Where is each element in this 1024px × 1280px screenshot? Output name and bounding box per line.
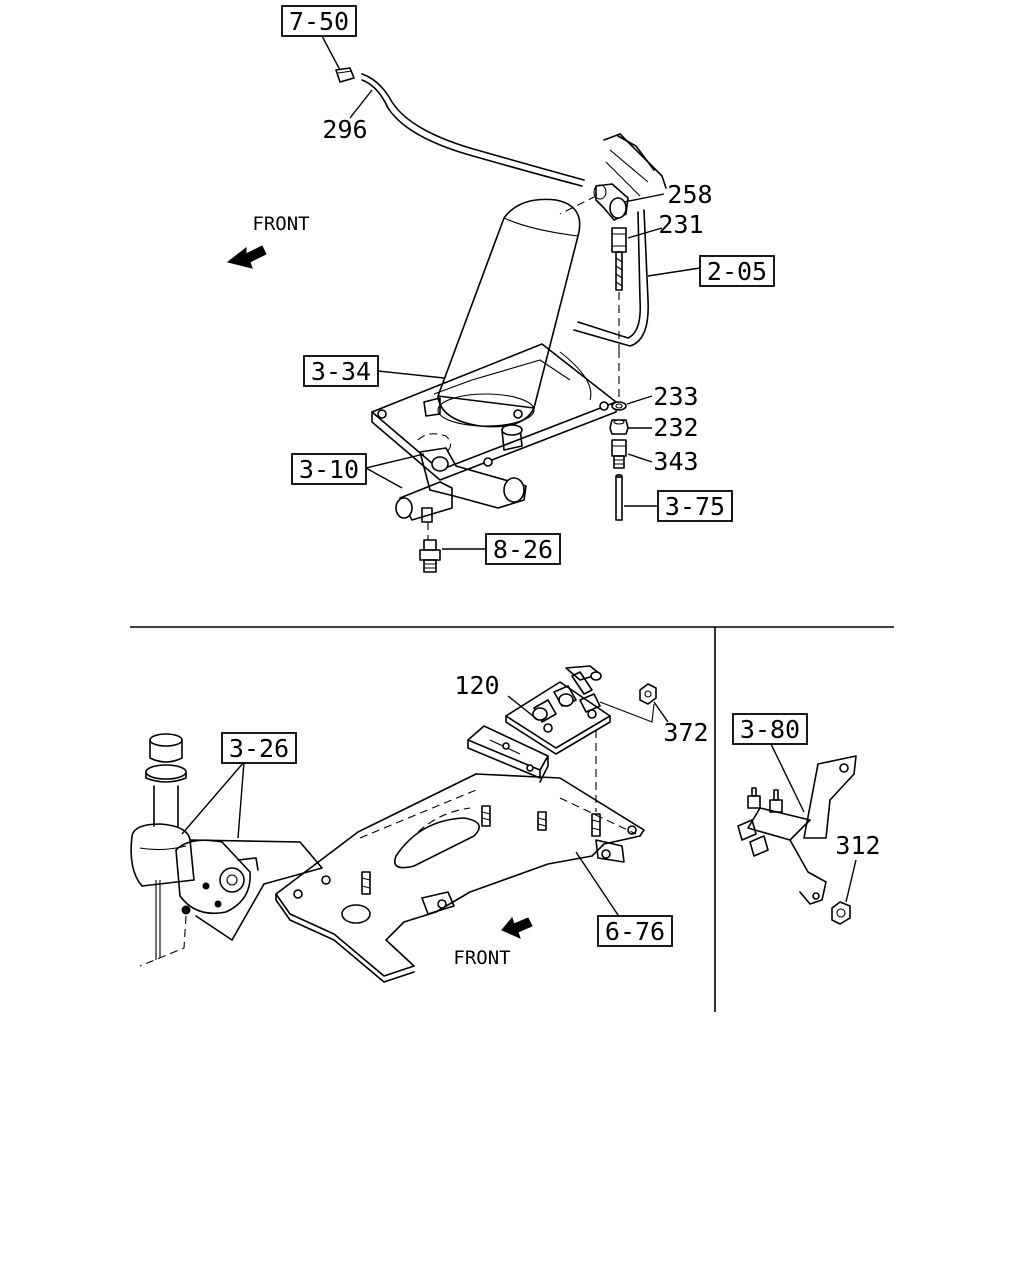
- shift-lever-housing-3-34: [371, 198, 617, 481]
- front-arrow-icon-bottom: [501, 916, 533, 939]
- svg-text:3-75: 3-75: [665, 492, 725, 521]
- tube-2-05: [573, 209, 649, 347]
- svg-text:8-26: 8-26: [493, 535, 553, 564]
- callout-3-34[interactable]: 3-34: [303, 355, 379, 387]
- tube-3-75: [615, 473, 623, 521]
- pressure-switch-8-26: [419, 539, 441, 573]
- callout-3-26[interactable]: 3-26: [221, 732, 297, 764]
- label-258: 258: [667, 180, 712, 209]
- callout-6-76[interactable]: 6-76: [597, 915, 673, 947]
- label-312: 312: [835, 831, 880, 860]
- bracket-3-80: [737, 755, 857, 905]
- svg-text:2-05: 2-05: [707, 257, 767, 286]
- breather-hose: [361, 73, 585, 187]
- mounting-plate-6-76: [275, 730, 645, 983]
- front-label-top: FRONT: [252, 213, 309, 235]
- label-232: 232: [653, 413, 698, 442]
- front-label-bottom: FRONT: [453, 947, 510, 969]
- label-233: 233: [653, 382, 698, 411]
- svg-text:3-80: 3-80: [740, 715, 800, 744]
- callout-8-26[interactable]: 8-26: [485, 533, 561, 565]
- steering-column-fragment: [603, 133, 667, 197]
- front-arrow-icon-top: [226, 245, 267, 269]
- svg-text:3-26: 3-26: [229, 734, 289, 763]
- hose-end-fitting: [335, 67, 355, 83]
- bottom-left-view: 3-26: [130, 665, 709, 983]
- threaded-adapter-231: [611, 227, 627, 291]
- callout-7-50[interactable]: 7-50: [281, 5, 357, 37]
- shift-cylinder-3-26: [130, 733, 323, 967]
- connector-343: [611, 439, 627, 469]
- callout-3-75[interactable]: 3-75: [657, 490, 733, 522]
- svg-text:3-34: 3-34: [311, 357, 371, 386]
- valve-block-120: [505, 665, 611, 755]
- label-120: 120: [454, 671, 499, 700]
- valve-body-3-10: [395, 433, 527, 540]
- label-343: 343: [653, 447, 698, 476]
- valve-bracket: [467, 725, 549, 783]
- washer-233: [611, 401, 627, 411]
- callout-3-80[interactable]: 3-80: [732, 713, 808, 745]
- callout-3-10[interactable]: 3-10: [291, 453, 367, 485]
- top-view: 7-50 296 FRONT 258: [226, 5, 775, 573]
- svg-text:6-76: 6-76: [605, 917, 665, 946]
- callout-2-05[interactable]: 2-05: [699, 255, 775, 287]
- nut-372: [639, 683, 657, 705]
- svg-text:3-10: 3-10: [299, 455, 359, 484]
- label-231: 231: [658, 210, 703, 239]
- label-296: 296: [322, 115, 367, 144]
- bottom-right-view: 3-80 312: [732, 713, 881, 925]
- nut-232: [609, 419, 629, 435]
- elbow-connector-258: [593, 183, 629, 221]
- label-372: 372: [663, 718, 708, 747]
- nut-312: [831, 901, 851, 925]
- svg-text:7-50: 7-50: [289, 7, 349, 36]
